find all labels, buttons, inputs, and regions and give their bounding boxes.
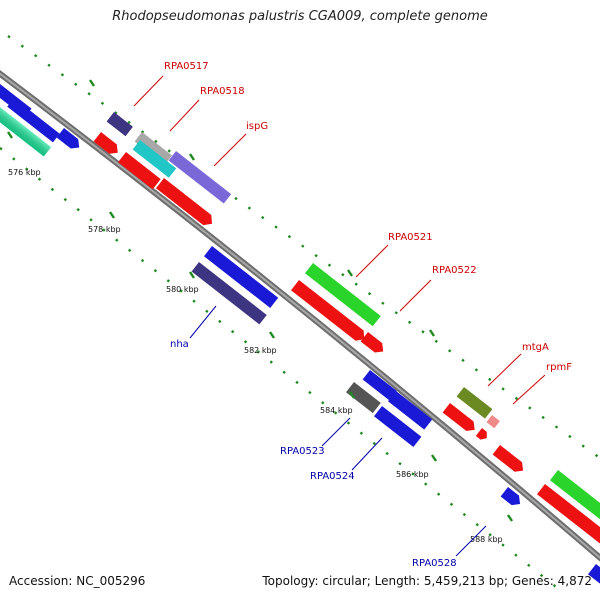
genome-backbone xyxy=(0,70,600,562)
callout-lines xyxy=(133,75,546,557)
gene-feature xyxy=(290,280,365,341)
scale-tick-label: 588 kbp xyxy=(470,535,503,544)
scale-tick-label: 578 kbp xyxy=(88,225,121,234)
gene-feature xyxy=(492,445,524,472)
gene-feature xyxy=(486,415,500,429)
scale-tick-label: 582 kbp xyxy=(244,346,277,355)
gene-feature xyxy=(155,178,213,226)
gene-feature xyxy=(549,470,600,524)
gene-label-rpa0522[interactable]: RPA0522 xyxy=(432,265,477,276)
gene-label-rpmf[interactable]: rpmF xyxy=(546,362,572,373)
map-title: Rhodopseudomonas palustris CGA009, compl… xyxy=(112,9,488,24)
gene-label-rpa0518[interactable]: RPA0518 xyxy=(200,86,245,97)
gene-feature xyxy=(203,246,279,308)
genome-stats-text: Topology: circular; Length: 5,459,213 bp… xyxy=(262,574,592,588)
gene-feature xyxy=(56,128,80,149)
gene-feature xyxy=(362,370,397,401)
gene-feature xyxy=(456,387,493,419)
gene-label-rpa0517[interactable]: RPA0517 xyxy=(164,61,209,72)
gene-feature xyxy=(373,406,422,448)
gene-feature xyxy=(387,391,433,430)
gene-label-nha[interactable]: nha xyxy=(170,339,189,350)
gene-feature xyxy=(360,332,384,353)
reverse-genes xyxy=(191,246,600,587)
gene-feature xyxy=(191,262,267,325)
accession-text: Accession: NC_005296 xyxy=(9,574,146,588)
gene-label-rpa0523[interactable]: RPA0523 xyxy=(280,446,325,457)
gene-feature xyxy=(345,382,381,414)
gene-label-rpa0521[interactable]: RPA0521 xyxy=(388,232,433,243)
gene-feature xyxy=(132,140,177,178)
scale-tick-labels: 576 kbp 578 kbp 580 kbp 582 kbp 584 kbp … xyxy=(8,168,503,544)
forward-genes xyxy=(0,84,600,544)
major-ticks xyxy=(7,79,513,522)
gene-feature xyxy=(500,487,521,506)
scale-tick-label: 576 kbp xyxy=(8,168,41,177)
gene-labels: RPA0517 RPA0518 ispG RPA0521 RPA0522 mtg… xyxy=(164,61,572,569)
gene-feature xyxy=(442,403,475,431)
gene-feature xyxy=(536,483,600,544)
gene-feature xyxy=(168,151,232,204)
gene-feature xyxy=(7,98,60,143)
gene-feature xyxy=(117,152,161,190)
gene-label-rpa0528[interactable]: RPA0528 xyxy=(412,558,457,569)
gene-feature xyxy=(134,132,172,165)
gene-label-rpa0524[interactable]: RPA0524 xyxy=(310,471,355,482)
gene-feature xyxy=(0,104,52,157)
gene-feature xyxy=(93,132,118,154)
scale-tick-label: 586 kbp xyxy=(396,470,429,479)
scale-tick-label: 584 kbp xyxy=(320,406,353,415)
scale-tick-label: 580 kbp xyxy=(166,285,199,294)
gene-feature xyxy=(304,263,381,327)
gene-feature xyxy=(475,428,487,440)
outer-dotted-rail xyxy=(7,35,600,459)
gene-label-ispg[interactable]: ispG xyxy=(246,121,268,132)
gene-feature xyxy=(106,112,133,137)
gene-label-mtga[interactable]: mtgA xyxy=(522,342,549,353)
